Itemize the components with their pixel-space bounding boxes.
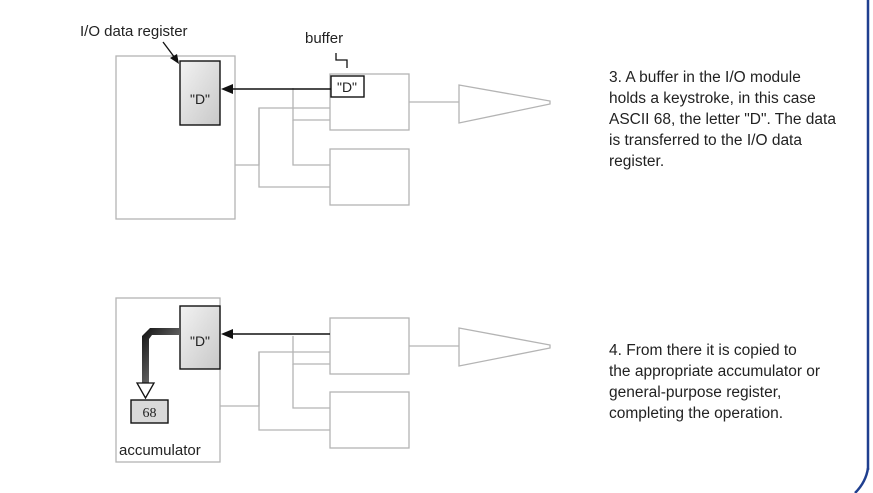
bus-line-inner <box>292 88 330 121</box>
bus-line-lower-b <box>292 120 330 166</box>
io-module-box-upper-bottom <box>329 317 410 375</box>
label-pointer-line <box>162 41 176 59</box>
buffer-value: "D" <box>337 79 357 95</box>
bus-line-lower-a-bottom <box>258 352 330 431</box>
io-data-register-bottom <box>179 305 221 370</box>
top-diagram: "D" I/O data register buffer "D" <box>80 23 551 220</box>
accumulator-box <box>130 399 169 424</box>
slide-border-decoration <box>854 0 870 493</box>
io-data-register-label: I/O data register <box>80 23 188 40</box>
keyboard-icon <box>458 84 551 124</box>
buffer-box <box>330 75 365 98</box>
buffer-bracket <box>335 53 348 68</box>
io-module-box-lower <box>329 148 410 206</box>
io-data-register <box>179 60 221 126</box>
accumulator-value: 68 <box>143 406 157 421</box>
keyboard-icon-bottom <box>458 327 551 367</box>
bottom-diagram: "D" 68 accumulator <box>115 297 551 463</box>
bus-line-inner-bottom <box>292 336 330 365</box>
label-pointer-arrowhead <box>170 54 179 64</box>
io-data-register-value: "D" <box>190 91 210 107</box>
buffer-label: buffer <box>305 30 343 47</box>
bus-line-outer <box>235 107 330 166</box>
computer-box-bottom <box>115 297 221 463</box>
io-data-register-bottom-value: "D" <box>190 333 210 349</box>
copy-arrowhead <box>135 382 156 400</box>
accumulator-label: accumulator <box>119 442 201 459</box>
transfer-arrowhead-bottom <box>221 329 233 339</box>
step-4-description: 4. From there it is copied to the approp… <box>609 342 821 422</box>
transfer-arrowhead <box>221 84 233 94</box>
bus-line-lower-b-bottom <box>292 364 330 409</box>
bus-line-lower-a <box>258 108 330 188</box>
step-3-description: 3. A buffer in the I/O module holds a ke… <box>609 69 836 170</box>
copy-path-thick <box>142 328 180 383</box>
bus-line-outer-bottom <box>220 351 330 407</box>
io-module-box-lower-bottom <box>329 391 410 449</box>
